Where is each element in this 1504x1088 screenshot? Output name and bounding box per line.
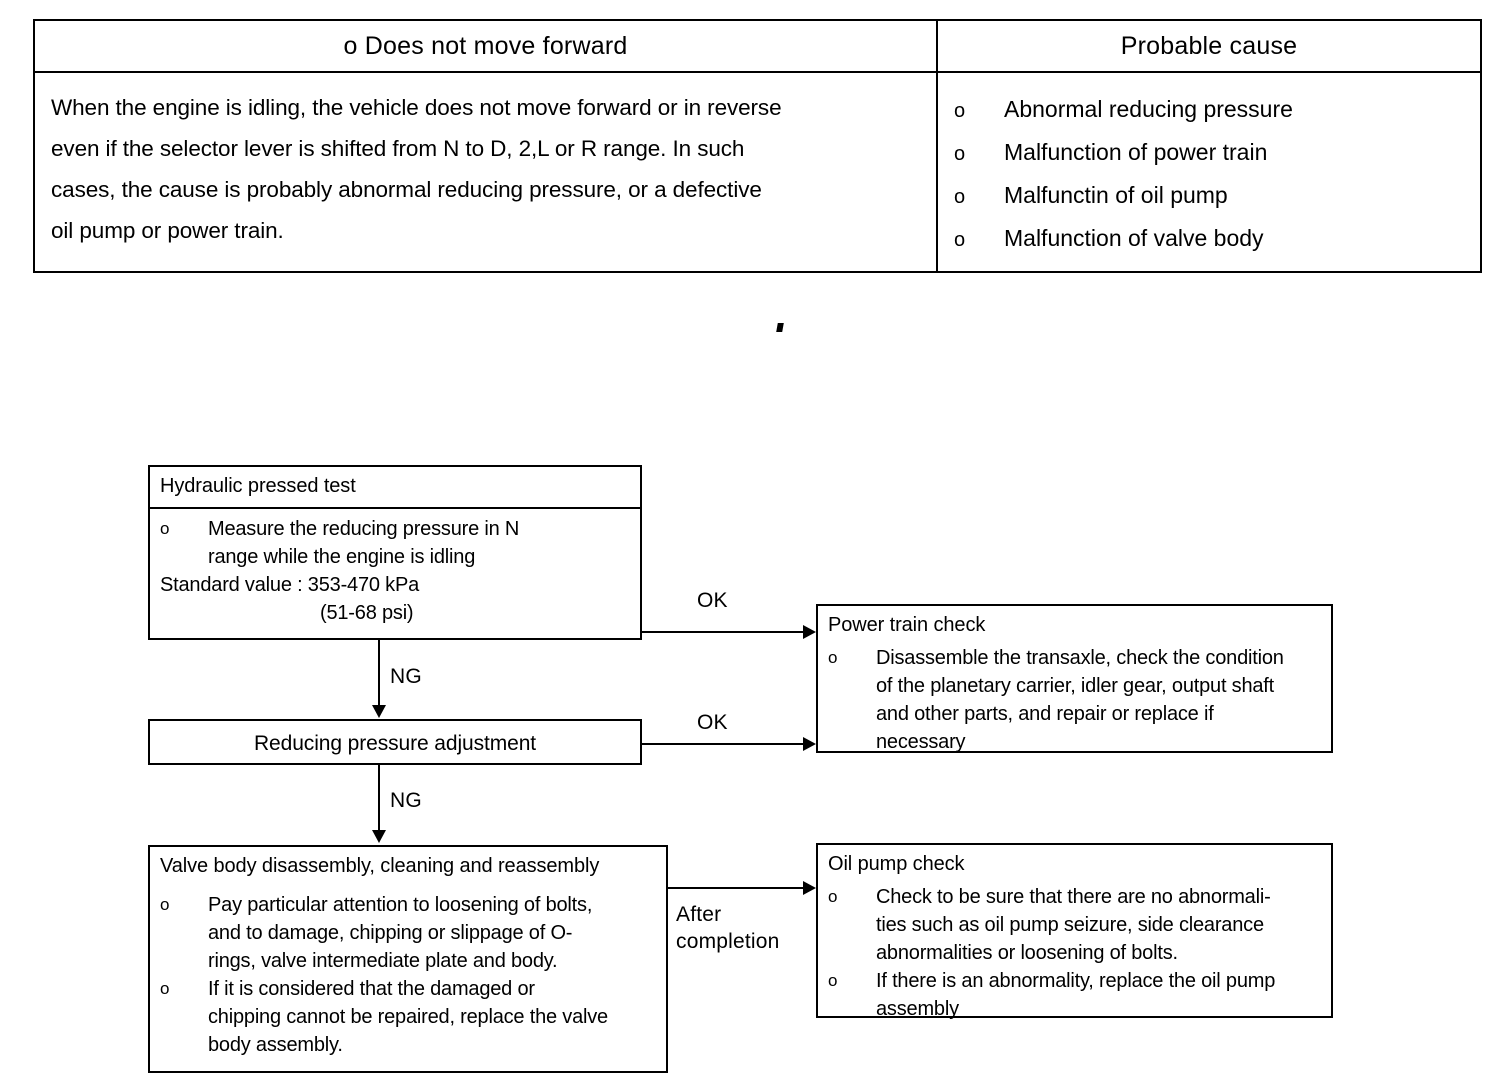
item-line-3: abnormalities or loosening of bolts.	[876, 942, 1178, 964]
valvebody-item-text: Pay particular attention to loosening of…	[208, 891, 658, 975]
powertrain-item-text: Disassemble the transaxle, check the con…	[876, 644, 1323, 756]
list-item: o Malfunction of power train	[954, 132, 1470, 175]
symptom-cause-table: o Does not move forward Probable cause W…	[33, 19, 1482, 273]
item-line-2: ties such as oil pump seizure, side clea…	[876, 914, 1264, 936]
edge-label-ok-top: OK	[697, 589, 728, 612]
scan-artifact-speck	[776, 323, 784, 332]
powertrain-box-body: o Disassemble the transaxle, check the c…	[818, 644, 1331, 762]
header-probable-cause: Probable cause	[1120, 31, 1298, 60]
table-header-row: o Does not move forward Probable cause	[35, 21, 1480, 73]
list-item: o Abnormal reducing pressure	[954, 89, 1470, 132]
table-body-row: When the engine is idling, the vehicle d…	[35, 73, 1480, 271]
measure-line-1: Measure the reducing pressure in N	[208, 518, 520, 540]
connector-reducing-ng-arrowhead	[372, 830, 386, 843]
item-line-1: Pay particular attention to loosening of…	[208, 894, 593, 916]
list-item: o Malfunctin of oil pump	[954, 175, 1470, 218]
connector-hydraulic-ok-line	[642, 631, 804, 633]
bullet-icon: o	[828, 887, 838, 906]
bullet-icon: o	[160, 895, 170, 914]
edge-label-after-completion: After completion	[676, 903, 780, 953]
description-line-2: even if the selector lever is shifted fr…	[51, 136, 745, 161]
description-line-3: cases, the cause is probably abnormal re…	[51, 177, 762, 202]
cause-text: Malfunction of power train	[1004, 139, 1268, 165]
item-line-4: necessary	[876, 731, 966, 753]
oilpump-box-body: o Check to be sure that there are no abn…	[818, 883, 1331, 1029]
item-line-2: and to damage, chipping or slippage of O…	[208, 922, 573, 944]
bullet-icon: o	[954, 229, 966, 251]
item-line-3: body assembly.	[208, 1034, 343, 1056]
bullet-icon: o	[828, 648, 838, 667]
item-line-1: Check to be sure that there are no abnor…	[876, 886, 1271, 908]
standard-value-psi: (51-68 psi)	[320, 602, 414, 624]
item-line-1: If there is an abnormality, replace the …	[876, 970, 1276, 992]
connector-reducing-ok-arrowhead	[803, 737, 816, 751]
connector-reducing-ng-line	[378, 765, 380, 832]
powertrain-box-title: Power train check	[828, 614, 986, 636]
connector-reducing-ok-line	[642, 743, 804, 745]
item-line-3: and other parts, and repair or replace i…	[876, 703, 1214, 725]
header-symptom: o Does not move forward	[35, 21, 938, 71]
description-line-4: oil pump or power train.	[51, 218, 284, 243]
cause-text: Abnormal reducing pressure	[1004, 96, 1293, 122]
bullet-icon: o	[954, 143, 966, 165]
valvebody-box-title: Valve body disassembly, cleaning and rea…	[160, 855, 600, 877]
symptom-description: When the engine is idling, the vehicle d…	[35, 73, 938, 271]
hydraulic-box-body: o Measure the reducing pressure in N ran…	[150, 509, 640, 633]
bullet-icon: o	[160, 519, 170, 538]
connector-after-completion-line	[668, 887, 804, 889]
measure-text: Measure the reducing pressure in N range…	[208, 515, 632, 571]
connector-after-completion-arrowhead	[803, 881, 816, 895]
oilpump-box-title: Oil pump check	[828, 853, 965, 875]
hydraulic-box-title: Hydraulic pressed test	[150, 467, 640, 509]
oilpump-item-text: If there is an abnormality, replace the …	[876, 967, 1323, 1023]
bullet-icon: o	[954, 100, 966, 122]
flow-box-valve-body-disassembly: Valve body disassembly, cleaning and rea…	[148, 845, 668, 1073]
item-line-2: assembly	[876, 998, 959, 1020]
flow-box-hydraulic-pressed-test: Hydraulic pressed test o Measure the red…	[148, 465, 642, 640]
oilpump-item-text: Check to be sure that there are no abnor…	[876, 883, 1323, 967]
item-line-2: of the planetary carrier, idler gear, ou…	[876, 675, 1275, 697]
item-line-1: Disassemble the transaxle, check the con…	[876, 647, 1284, 669]
connector-hydraulic-ng-line	[378, 640, 380, 706]
edge-label-ng-top: NG	[390, 665, 422, 688]
list-item: o Pay particular attention to loosening …	[160, 891, 658, 975]
item-line-3: rings, valve intermediate plate and body…	[208, 950, 558, 972]
valvebody-box-body: o Pay particular attention to loosening …	[150, 885, 666, 1065]
flow-box-power-train-check: Power train check o Disassemble the tran…	[816, 604, 1333, 753]
bullet-icon: o	[160, 979, 170, 998]
item-line-2: chipping cannot be repaired, replace the…	[208, 1006, 608, 1028]
edge-label-ng-mid: NG	[390, 789, 422, 812]
valvebody-item-text: If it is considered that the damaged or …	[208, 975, 658, 1059]
list-item: o If it is considered that the damaged o…	[160, 975, 658, 1059]
measure-line-2: range while the engine is idling	[208, 546, 476, 568]
list-item: o Check to be sure that there are no abn…	[828, 883, 1323, 967]
cause-text: Malfunction of valve body	[1004, 225, 1264, 251]
reducing-box-title: Reducing pressure adjustment	[253, 732, 537, 755]
connector-hydraulic-ng-arrowhead	[372, 705, 386, 718]
cause-text: Malfunctin of oil pump	[1004, 182, 1228, 208]
flow-box-oil-pump-check: Oil pump check o Check to be sure that t…	[816, 843, 1333, 1020]
list-item: o Measure the reducing pressure in N ran…	[160, 515, 632, 571]
item-line-1: If it is considered that the damaged or	[208, 978, 535, 1000]
bullet-icon: o	[954, 186, 966, 208]
list-item: o Malfunction of valve body	[954, 218, 1470, 261]
description-line-1: When the engine is idling, the vehicle d…	[51, 95, 782, 120]
flow-box-reducing-pressure-adjustment: Reducing pressure adjustment	[148, 719, 642, 765]
edge-label-ok-mid: OK	[697, 711, 728, 734]
bullet-icon: o	[828, 971, 838, 990]
standard-value: Standard value : 353-470 kPa	[160, 574, 420, 596]
list-item: o If there is an abnormality, replace th…	[828, 967, 1323, 1023]
probable-cause-list: o Abnormal reducing pressure o Malfuncti…	[938, 73, 1480, 271]
list-item: o Disassemble the transaxle, check the c…	[828, 644, 1323, 756]
connector-hydraulic-ok-arrowhead	[803, 625, 816, 639]
